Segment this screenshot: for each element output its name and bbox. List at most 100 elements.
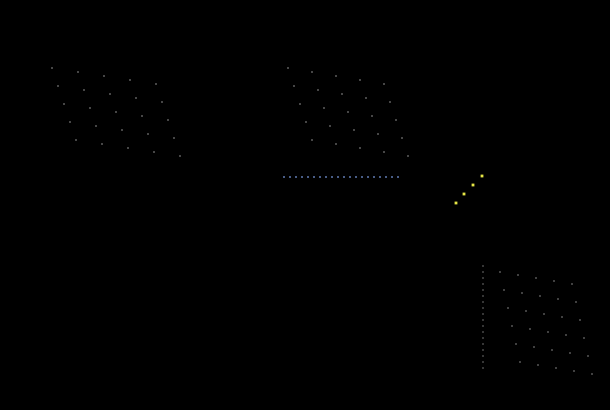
top-middle-grid-dot	[329, 125, 331, 127]
top-middle-grid-dot	[341, 93, 343, 95]
blue-dotted-line-dot	[367, 176, 369, 178]
bottom-right-grid-dot	[571, 283, 573, 285]
bottom-right-grid-dot	[482, 265, 484, 267]
top-middle-grid-dot	[311, 139, 313, 141]
top-middle-grid-dot	[389, 101, 391, 103]
blue-dotted-line-dot	[331, 176, 333, 178]
bottom-right-grid-dot	[587, 355, 589, 357]
bottom-right-grid-dot	[482, 367, 484, 369]
bottom-right-grid-dot	[569, 352, 571, 354]
bottom-right-grid-dot	[553, 280, 555, 282]
top-left-grid-dot	[101, 143, 103, 145]
top-left-grid-dot	[75, 139, 77, 141]
bottom-right-grid-dot	[515, 343, 517, 345]
bottom-right-grid-dot	[482, 355, 484, 357]
bottom-right-grid-dot	[537, 364, 539, 366]
top-middle-grid-dot	[359, 147, 361, 149]
bottom-right-grid-dot	[529, 328, 531, 330]
bottom-right-grid-dot	[583, 337, 585, 339]
top-middle-grid-dot	[311, 71, 313, 73]
yellow-diagonal-dot	[454, 201, 458, 205]
top-left-grid-dot	[115, 111, 117, 113]
bottom-right-grid-dot	[557, 298, 559, 300]
bottom-right-grid-dot	[519, 361, 521, 363]
top-middle-grid-dot	[383, 83, 385, 85]
bottom-right-grid-dot	[499, 271, 501, 273]
bottom-right-grid-dot	[482, 307, 484, 309]
blue-dotted-line-dot	[385, 176, 387, 178]
top-middle-grid-dot	[347, 111, 349, 113]
bottom-right-grid-dot	[482, 361, 484, 363]
bottom-right-grid-dot	[482, 337, 484, 339]
top-middle-grid-dot	[377, 133, 379, 135]
bottom-right-grid-dot	[517, 274, 519, 276]
bottom-right-grid-dot	[482, 313, 484, 315]
top-middle-grid-dot	[335, 143, 337, 145]
blue-dotted-line-dot	[391, 176, 393, 178]
blue-dotted-line-dot	[283, 176, 285, 178]
bottom-right-grid-dot	[543, 313, 545, 315]
top-middle-grid-dot	[383, 151, 385, 153]
bottom-right-grid-dot	[482, 295, 484, 297]
bottom-right-grid-dot	[561, 316, 563, 318]
bottom-right-grid-dot	[565, 334, 567, 336]
top-middle-grid-dot	[323, 107, 325, 109]
top-middle-grid-dot	[365, 97, 367, 99]
top-left-grid-dot	[103, 75, 105, 77]
bottom-right-grid-dot	[521, 292, 523, 294]
blue-dotted-line-dot	[295, 176, 297, 178]
bottom-right-grid-dot	[503, 289, 505, 291]
top-left-grid-dot	[161, 101, 163, 103]
bottom-right-grid-dot	[525, 310, 527, 312]
bottom-right-grid-dot	[511, 325, 513, 327]
bottom-right-grid-dot	[533, 346, 535, 348]
blue-dotted-line-dot	[397, 176, 399, 178]
top-left-grid-dot	[129, 79, 131, 81]
bottom-right-grid-dot	[482, 319, 484, 321]
top-left-grid-dot	[155, 83, 157, 85]
blue-dotted-line-dot	[379, 176, 381, 178]
bottom-right-grid-dot	[482, 289, 484, 291]
top-middle-grid-dot	[287, 67, 289, 69]
top-middle-grid-dot	[293, 85, 295, 87]
yellow-diagonal-dot	[471, 183, 475, 187]
top-left-grid-dot	[135, 97, 137, 99]
top-middle-grid-dot	[335, 75, 337, 77]
blue-dotted-line-dot	[289, 176, 291, 178]
top-left-grid-dot	[63, 103, 65, 105]
blue-dotted-line-dot	[373, 176, 375, 178]
blue-dotted-line-dot	[307, 176, 309, 178]
blue-dotted-line-dot	[313, 176, 315, 178]
bottom-right-grid-dot	[579, 319, 581, 321]
top-left-grid-dot	[95, 125, 97, 127]
bottom-right-grid-dot	[482, 349, 484, 351]
blue-dotted-line-dot	[301, 176, 303, 178]
top-left-grid-dot	[179, 155, 181, 157]
top-left-grid-dot	[89, 107, 91, 109]
top-middle-grid-dot	[317, 89, 319, 91]
top-middle-grid-dot	[359, 79, 361, 81]
top-left-grid-dot	[57, 85, 59, 87]
top-left-grid-dot	[69, 121, 71, 123]
blue-dotted-line-dot	[319, 176, 321, 178]
bottom-right-grid-dot	[482, 325, 484, 327]
yellow-diagonal-dot	[480, 174, 484, 178]
top-left-grid-dot	[153, 151, 155, 153]
blue-dotted-line-dot	[361, 176, 363, 178]
blue-dotted-line-dot	[355, 176, 357, 178]
top-left-grid-dot	[127, 147, 129, 149]
bottom-right-grid-dot	[482, 343, 484, 345]
top-middle-grid-dot	[371, 115, 373, 117]
top-left-grid-dot	[167, 119, 169, 121]
bottom-right-grid-dot	[482, 271, 484, 273]
bottom-right-grid-dot	[555, 367, 557, 369]
top-middle-grid-dot	[353, 129, 355, 131]
top-middle-grid-dot	[299, 103, 301, 105]
top-left-grid-dot	[109, 93, 111, 95]
top-left-grid-dot	[51, 67, 53, 69]
bottom-right-grid-dot	[551, 349, 553, 351]
bottom-right-grid-dot	[591, 373, 593, 375]
bottom-right-grid-dot	[573, 370, 575, 372]
